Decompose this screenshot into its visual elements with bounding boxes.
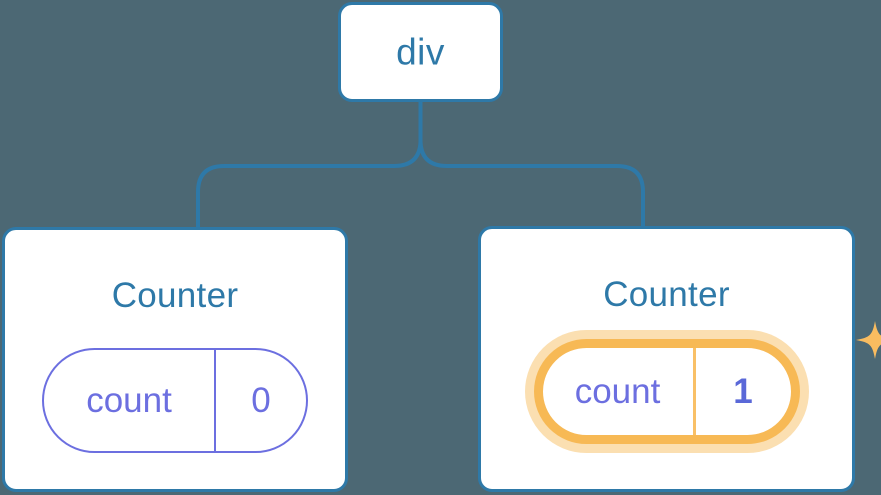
state-value-label: 0 — [251, 381, 271, 420]
node-counter-left-title: Counter — [111, 276, 239, 315]
state-pill-right-wrapper: count 1 — [533, 321, 881, 444]
state-pill-left[interactable]: count 0 — [42, 348, 308, 453]
state-key-label: count — [574, 372, 661, 411]
state-pill-right-key-cell: count — [543, 348, 696, 435]
node-counter-right-title: Counter — [603, 275, 730, 314]
node-counter-left[interactable]: Counter count 0 — [2, 227, 348, 492]
state-pill-left-wrapper: count 0 — [42, 348, 308, 453]
state-pill-left-value-cell: 0 — [216, 350, 306, 451]
node-counter-right[interactable]: Counter count 1 — [478, 226, 881, 492]
state-pill-left-key-cell: count — [44, 350, 216, 451]
sparkle-icon — [855, 321, 881, 359]
state-pill-right[interactable]: count 1 — [533, 339, 800, 444]
state-key-label: count — [86, 381, 172, 420]
state-pill-right-value-cell: 1 — [696, 348, 791, 435]
node-div-label: div — [396, 31, 445, 73]
node-div[interactable]: div — [338, 2, 503, 102]
sparkle-group — [855, 321, 881, 359]
state-value-label: 1 — [733, 372, 753, 411]
